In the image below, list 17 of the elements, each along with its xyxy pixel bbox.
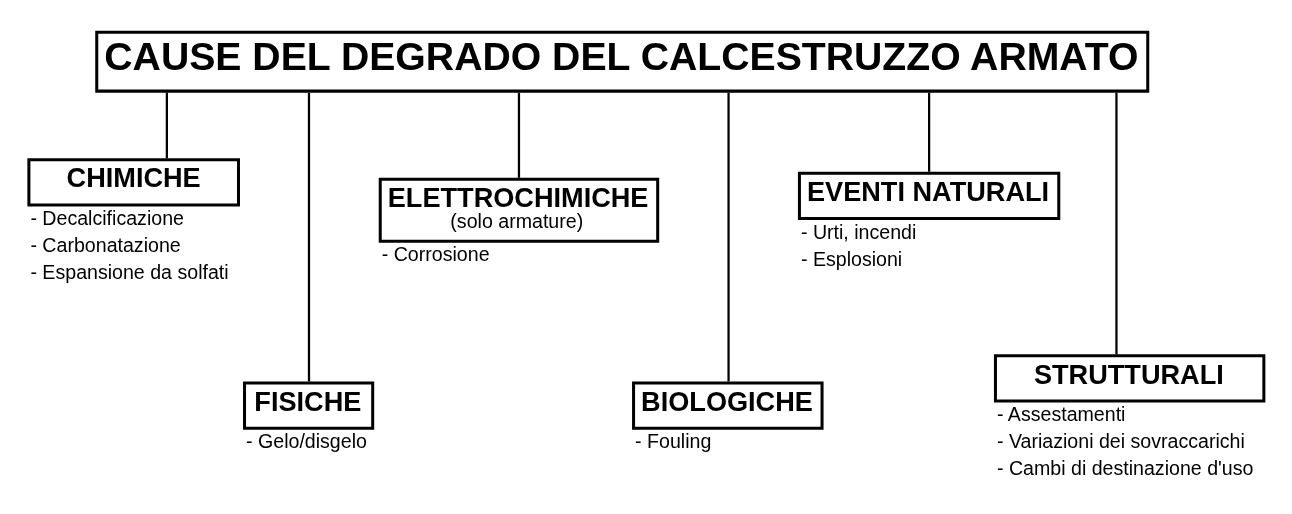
connector	[165, 92, 168, 159]
node-label: - Espansione da solfati	[30, 261, 229, 284]
node-label: - Corrosione	[381, 243, 490, 266]
node-label: - Gelo/disgelo	[246, 430, 367, 453]
node-label: - Carbonatazione	[30, 234, 181, 257]
connector	[307, 92, 311, 382]
node-label: - Cambi di destinazione d'uso	[996, 457, 1254, 480]
connector	[928, 92, 931, 172]
connector	[517, 92, 521, 178]
node-label: - Esplosioni	[800, 247, 903, 270]
connector	[1115, 92, 1118, 355]
connector	[727, 92, 730, 382]
node-label: - Decalcificazione	[30, 207, 184, 230]
node-label: - Urti, incendi	[800, 220, 917, 243]
node-label: - Assestamenti	[996, 403, 1126, 426]
node-label: - Fouling	[635, 430, 712, 453]
node-label: - Variazioni dei sovraccarichi	[996, 430, 1245, 453]
